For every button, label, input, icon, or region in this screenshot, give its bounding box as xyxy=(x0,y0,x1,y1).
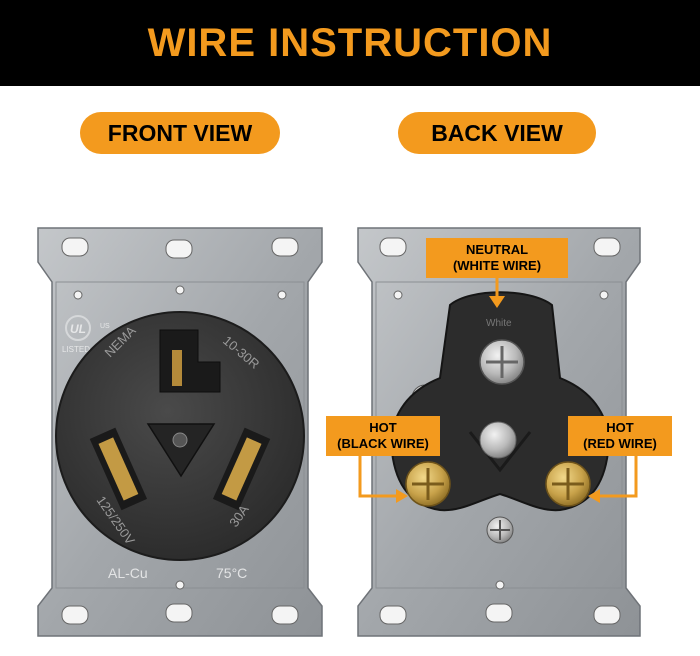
hot-left-callout-line1: HOT xyxy=(369,419,397,435)
title-banner: WIRE INSTRUCTION xyxy=(0,0,700,86)
mounting-slot xyxy=(271,605,299,625)
ul-logo-icon xyxy=(65,315,91,341)
hot-right-callout: HOT (RED WIRE) xyxy=(568,416,672,456)
hot-right-callout-line2: (RED WIRE) xyxy=(583,436,657,451)
terminal-mark: White xyxy=(486,318,512,329)
hot-slot-left xyxy=(89,427,148,511)
hot-left-arrowhead-icon xyxy=(396,489,408,503)
temperature-rating: 75°C xyxy=(216,565,247,581)
neutral-callout-line1: NEUTRAL xyxy=(465,241,529,257)
hot-right-callout-line1: HOT xyxy=(606,419,634,435)
mounting-hole xyxy=(599,290,609,300)
hot-left-leader xyxy=(358,456,398,498)
mounting-slot xyxy=(485,603,513,623)
hot-slot-right xyxy=(212,427,271,511)
mounting-hole xyxy=(175,580,185,590)
mounting-hole xyxy=(73,290,83,300)
ul-mark: UL xyxy=(70,322,86,336)
neutral-callout-line2: (WHITE WIRE) xyxy=(452,258,542,273)
conductor-rating: AL-Cu xyxy=(108,565,148,581)
back-plate: White xyxy=(357,227,641,637)
hot-right-arrowhead-icon xyxy=(588,489,600,503)
page-title: WIRE INSTRUCTION xyxy=(147,20,553,65)
ul-region: US xyxy=(100,323,110,330)
mounting-slot xyxy=(61,605,89,625)
neutral-arrowhead-icon xyxy=(489,296,505,308)
center-recess xyxy=(146,423,216,478)
mounting-slot xyxy=(271,237,299,257)
mounting-slot xyxy=(61,237,89,257)
front-plate: UL US LISTED NEMA 10-30R 125/250V 30A AL… xyxy=(37,227,323,637)
mounting-slot xyxy=(379,237,407,257)
mounting-slot xyxy=(593,237,621,257)
mounting-hole xyxy=(175,285,185,295)
mounting-hole xyxy=(277,290,287,300)
center-rivet-icon xyxy=(479,421,517,459)
mounting-slot xyxy=(165,239,193,259)
mounting-hole xyxy=(393,290,403,300)
back-view-label: BACK VIEW xyxy=(398,112,596,154)
hot-left-callout-line2: (BLACK WIRE) xyxy=(337,436,429,451)
hot-right-leader xyxy=(598,456,638,498)
mounting-slot xyxy=(165,603,193,623)
neutral-callout: NEUTRAL (WHITE WIRE) xyxy=(426,238,568,278)
mounting-hole xyxy=(495,580,505,590)
mounting-slot xyxy=(379,605,407,625)
center-screw-icon xyxy=(172,432,188,448)
neutral-contact xyxy=(172,350,182,386)
mounting-slot xyxy=(593,605,621,625)
front-view-label: FRONT VIEW xyxy=(80,112,280,154)
hot-left-callout: HOT (BLACK WIRE) xyxy=(326,416,440,456)
ul-listed-text: LISTED xyxy=(62,345,90,354)
